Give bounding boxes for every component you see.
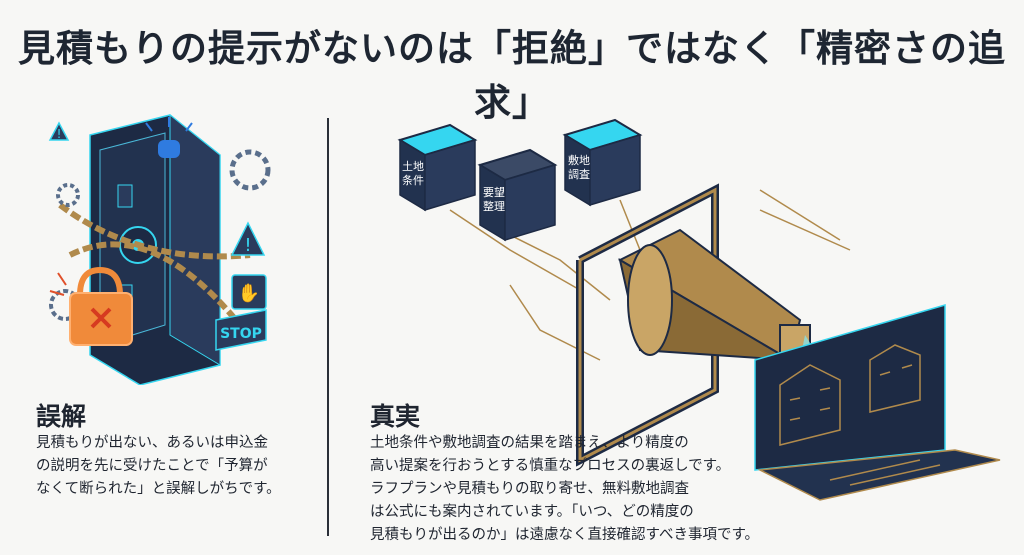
truth-heading: 真実: [370, 402, 421, 431]
cube-request-summary: [477, 148, 558, 242]
misconception-heading: 誤解: [36, 402, 87, 431]
svg-text:!: !: [57, 127, 62, 141]
stop-sign-text: STOP: [220, 326, 262, 342]
precision-process-illustration: 土地条件 要望整理 敷地調査: [397, 118, 1001, 501]
misconception-body: 見積もりが出ない、あるいは申込金 の説明を先に受けたことで「予算が なくて断られ…: [36, 435, 281, 497]
cube-land-conditions: [397, 123, 478, 212]
cube-site-survey: [562, 118, 643, 207]
page-title: 見積もりの提示がないのは「拒絶」ではなく「精密さの追求」: [18, 27, 1006, 124]
svg-text:!: !: [244, 235, 251, 256]
locked-safe-illustration: ! ! ✋ STOP: [48, 113, 271, 385]
cube-label-3: 敷地調査: [568, 153, 590, 181]
svg-text:✋: ✋: [238, 282, 260, 304]
cube-label-1: 土地条件: [402, 160, 424, 187]
truth-body: 土地条件や敷地調査の結果を踏まえ、より精度の 高い提案を行おうとする慎重なプロセ…: [370, 435, 760, 543]
cube-label-2: 要望整理: [483, 186, 505, 213]
section-divider: [327, 118, 329, 536]
